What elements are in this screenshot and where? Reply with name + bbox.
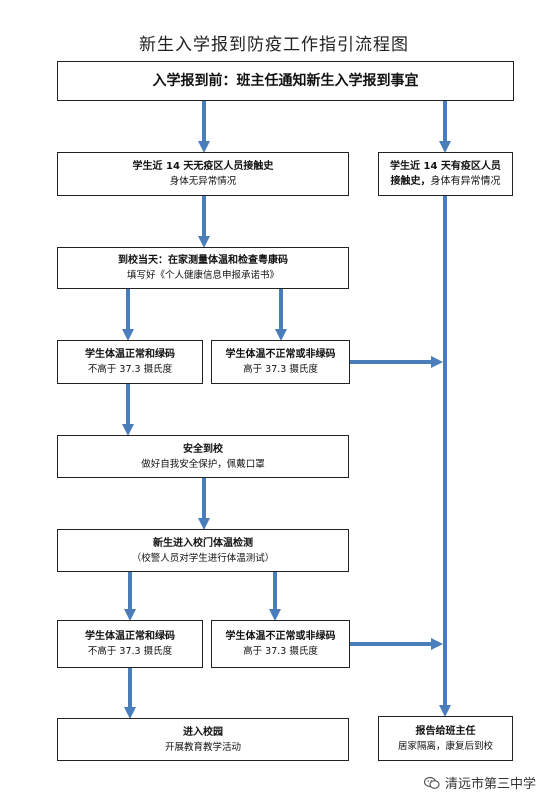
node-normal-temp-1: 学生体温正常和绿码 不高于 37.3 摄氏度 <box>57 340 203 384</box>
node-normal-temp-2: 学生体温正常和绿码 不高于 37.3 摄氏度 <box>57 620 203 668</box>
node-safe-arrival: 安全到校 做好自我安全保护，佩戴口罩 <box>57 435 349 478</box>
node-abnormal-temp-2: 学生体温不正常或非绿码 高于 37.3 摄氏度 <box>211 620 350 668</box>
watermark: 清远市第三中学 <box>423 773 536 792</box>
node-gate-temp-check: 新生进入校门体温检测 （校警人员对学生进行体温测试） <box>57 529 349 572</box>
node-no-contact: 学生近 14 天无疫区人员接触史 身体无异常情况 <box>57 152 349 196</box>
wechat-icon <box>423 776 440 790</box>
page-title: 新生入学报到防疫工作指引流程图 <box>139 35 409 55</box>
node-report-teacher: 报告给班主任 居家隔离，康复后到校 <box>378 716 513 761</box>
node-before-registration: 入学报到前：班主任通知新生入学报到事宜 <box>57 61 514 101</box>
node-arrival-day: 到校当天：在家测量体温和检查粤康码 填写好《个人健康信息申报承诺书》 <box>57 247 349 289</box>
node-abnormal-temp-1: 学生体温不正常或非绿码 高于 37.3 摄氏度 <box>211 340 350 384</box>
watermark-text: 清远市第三中学 <box>444 777 536 792</box>
node-enter-campus: 进入校园 开展教育教学活动 <box>57 718 349 761</box>
node-has-contact: 学生近 14 天有疫区人员 接触史，身体有异常情况 <box>378 152 513 196</box>
